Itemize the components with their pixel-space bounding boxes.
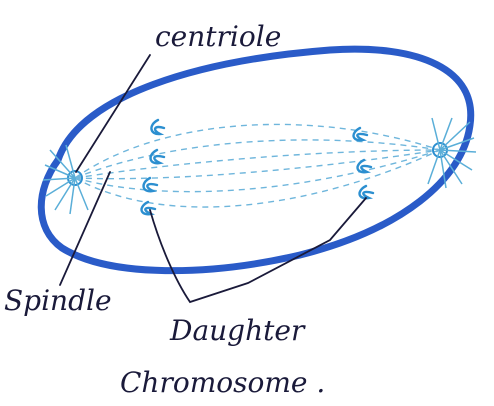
spindle-label: Spindle xyxy=(4,284,112,317)
daughter-label-line2: Chromosome . xyxy=(120,366,325,399)
daughter-chromosome-pointer xyxy=(150,198,366,302)
left-centriole-aster xyxy=(43,145,88,214)
spindle-fibers xyxy=(75,124,440,207)
centriole-pointer xyxy=(76,55,150,172)
right-daughter-chromosomes xyxy=(354,128,373,198)
centriole-label: centriole xyxy=(155,20,281,53)
daughter-label-line1: Daughter xyxy=(169,314,306,347)
